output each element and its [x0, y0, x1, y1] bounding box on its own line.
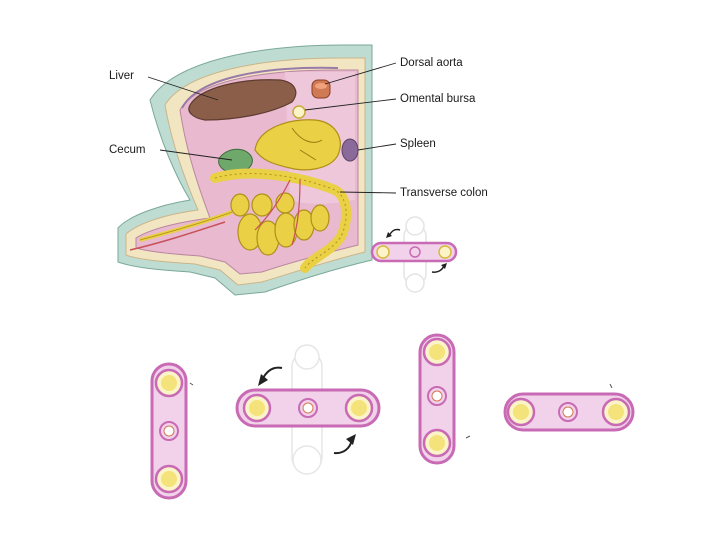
label-omental-bursa: Omental bursa	[400, 92, 475, 106]
cross-section-small	[372, 217, 456, 292]
label-spleen: Spleen	[400, 137, 436, 151]
label-cecum: Cecum	[109, 143, 145, 157]
label-dorsal-aorta: Dorsal aorta	[400, 56, 463, 70]
rotation-stage-3	[420, 335, 454, 463]
label-transverse-colon: Transverse colon	[400, 186, 488, 200]
rotation-stage-4	[505, 394, 633, 430]
bursa-vessel	[293, 106, 305, 118]
curved-arrow-icon	[432, 266, 444, 272]
sagittal-section-illustration	[118, 45, 396, 295]
curved-arrow-icon	[334, 440, 352, 453]
rotation-stage-2	[237, 345, 379, 474]
rotation-stage-1	[152, 364, 186, 498]
label-liver: Liver	[109, 69, 134, 83]
spleen	[342, 139, 358, 161]
